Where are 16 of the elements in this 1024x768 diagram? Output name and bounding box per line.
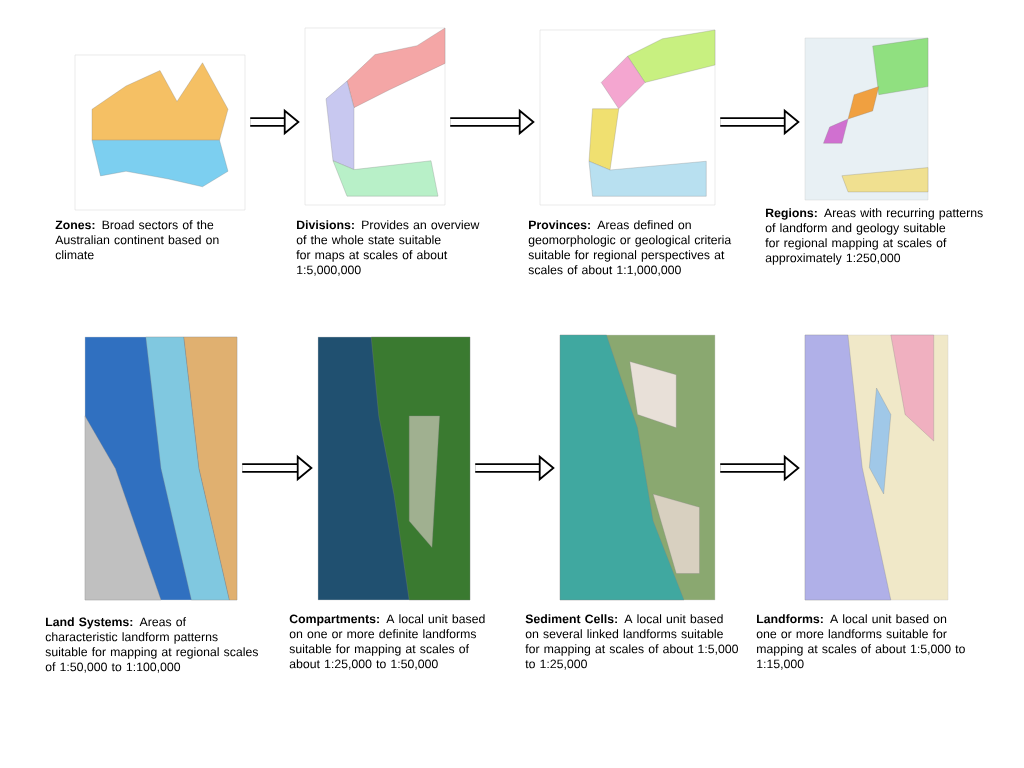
map-picture xyxy=(317,336,471,601)
node-label: Regions: Areas with recurring patterns of landform and geology suitable for regional mapping at scales of approximately 1:250,000 xyxy=(765,208,983,265)
map-picture xyxy=(559,334,716,601)
map-picture xyxy=(304,27,446,206)
node-label: Land Systems: Areas of characteristic landform patterns suitable for mapping at regional scales of 1:50,000 to 1:100,000 xyxy=(45,617,259,673)
node-label: Landforms: A local unit based on one or more landforms suitable for mapping at scales of about 1:5,000 to 1:15,000 xyxy=(756,614,965,670)
node-label: Zones: Broad sectors of the Australian continent based on climate xyxy=(55,220,219,260)
map-picture xyxy=(804,37,929,201)
node-label: Divisions: Provides an overview of the whole state suitable for maps at scales of about 1:5,000,000 xyxy=(296,220,480,276)
node-label: Sediment Cells: A local unit based on several linked landforms suitable for mapping at scales of about 1:5,000 to 1:25,000 xyxy=(525,614,738,670)
map-picture xyxy=(74,54,246,211)
node-label: Provinces: Areas defined on geomorphologic or geological criteria suitable for regional perspectives at scales of about 1:1,000,000 xyxy=(528,220,732,276)
map-picture xyxy=(539,29,716,206)
map-picture xyxy=(84,336,238,601)
map-picture xyxy=(804,334,949,601)
node-label: Compartments: A local unit based on one or more definite landforms suitable for mapping at scales of about 1:25,000 to 1:50,000 xyxy=(289,614,485,670)
